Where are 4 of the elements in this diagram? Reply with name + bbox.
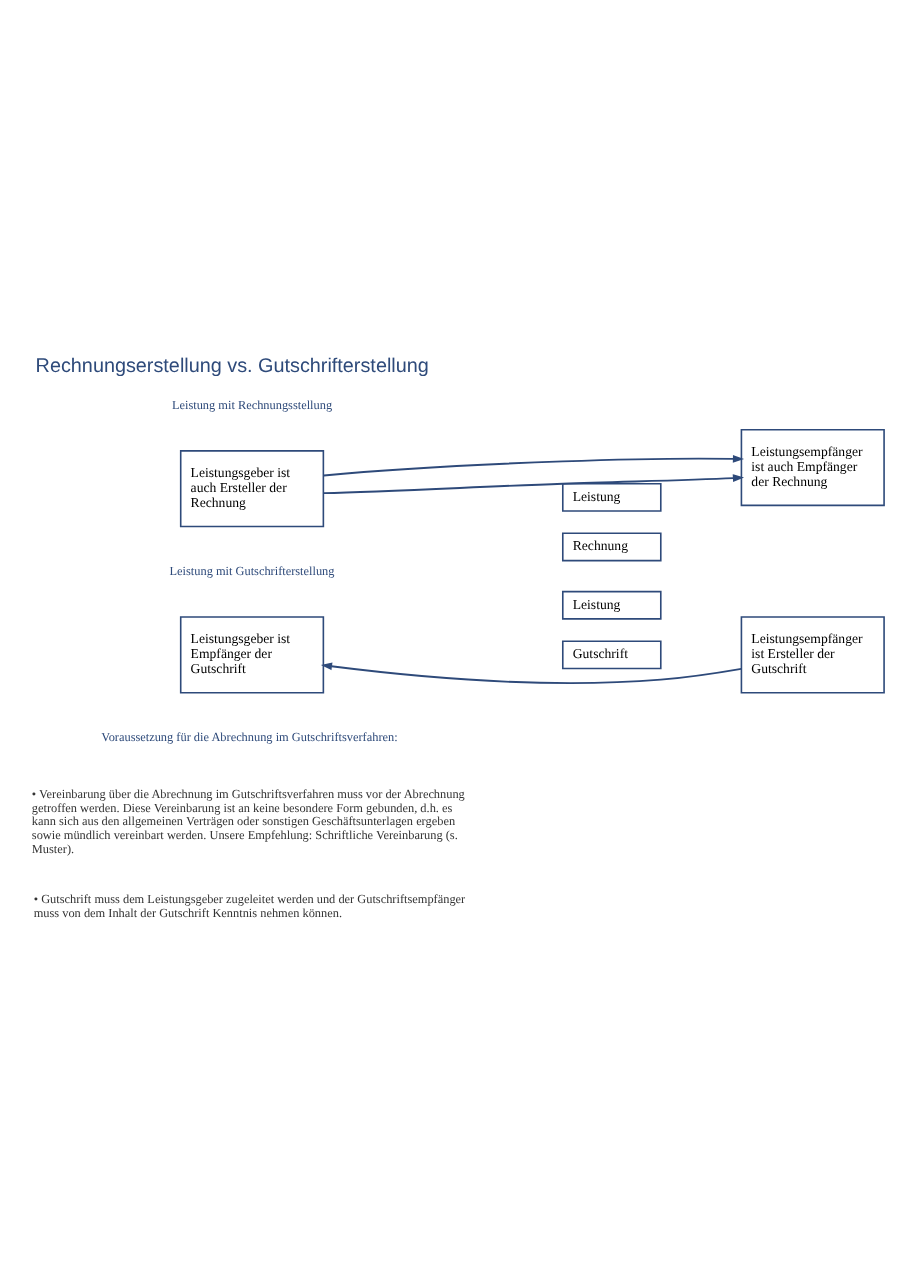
diagram-title: Rechnungserstellung vs. Gutschrifterstellung [35, 355, 429, 378]
arrow [320, 662, 743, 684]
arrow [323, 454, 745, 477]
arrow [323, 474, 745, 495]
